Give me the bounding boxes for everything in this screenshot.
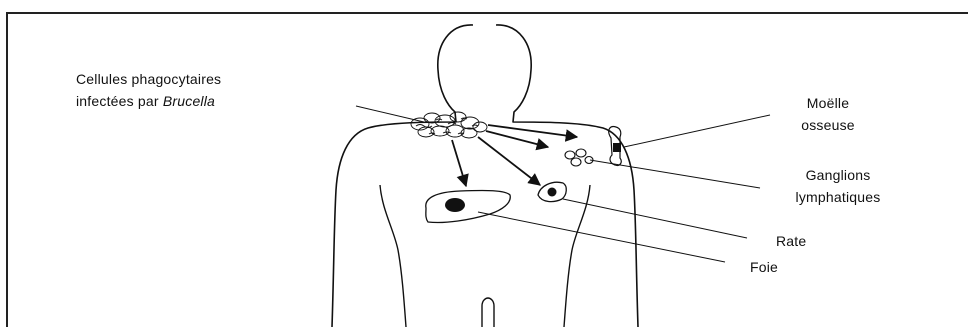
- spleen: [538, 182, 566, 201]
- liver: [426, 190, 510, 222]
- body-outline: [332, 25, 638, 327]
- leader-lymph-nodes: [590, 160, 760, 188]
- leader-spleen: [563, 199, 747, 238]
- label-phagocytes-species: Brucella: [163, 93, 215, 109]
- arrow-to-lymph-nodes: [486, 131, 548, 147]
- label-liver: Foie: [750, 256, 778, 278]
- label-phagocytes-line2-prefix: infectées par: [76, 93, 163, 109]
- leader-bone-marrow: [624, 115, 770, 147]
- arrow-to-spleen: [478, 137, 540, 185]
- phagocyte-cluster: [411, 112, 487, 138]
- label-bone-marrow: Moëlle osseuse: [782, 92, 874, 136]
- leader-phagocytes: [356, 106, 424, 122]
- label-phagocytes-line1: Cellules phagocytaires: [76, 68, 221, 90]
- label-phagocytes-line2: infectées par Brucella: [76, 90, 221, 112]
- label-lymph-nodes-line1: Ganglions: [768, 164, 908, 186]
- label-lymph-nodes-line2: lymphatiques: [768, 186, 908, 208]
- leader-liver: [478, 212, 725, 262]
- label-bone-marrow-line1: Moëlle: [782, 92, 874, 114]
- label-spleen: Rate: [776, 230, 806, 252]
- lymph-nodes: [565, 149, 593, 166]
- torso-right-line: [564, 185, 590, 327]
- navel-mark: [482, 298, 494, 327]
- label-bone-marrow-line2: osseuse: [782, 114, 874, 136]
- arrow-to-liver: [452, 140, 466, 186]
- torso-left-line: [380, 185, 406, 327]
- label-lymph-nodes: Ganglions lymphatiques: [768, 164, 908, 208]
- label-phagocytes: Cellules phagocytaires infectées par Bru…: [76, 68, 221, 112]
